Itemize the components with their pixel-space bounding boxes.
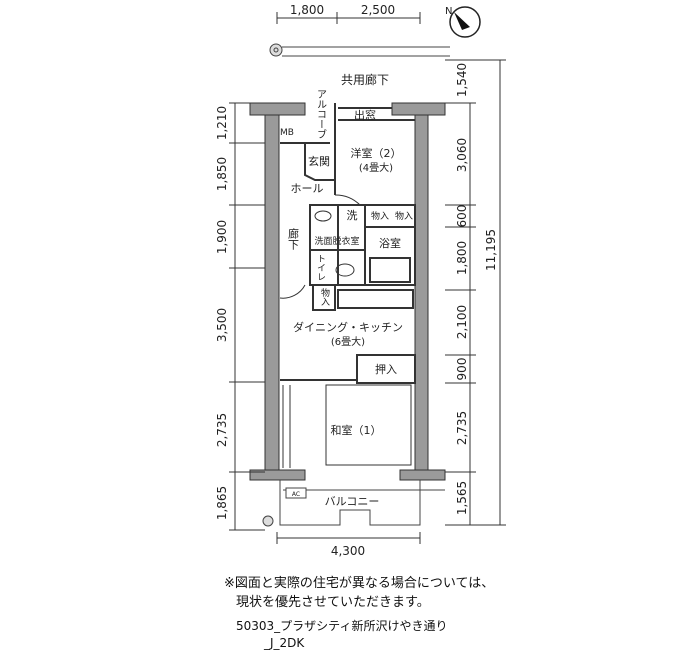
left-dim-6: 1,865 [215, 486, 229, 520]
property-line-2: _J_2DK [264, 636, 305, 650]
disclaimer-line-2: 現状を優先させていただきます。 [236, 595, 430, 610]
japanese-room-label: 和室（1） [331, 423, 382, 437]
right-dim-2: 3,060 [455, 138, 469, 172]
washer-label: 洗 [347, 209, 358, 222]
dining-kitchen-size: (6畳大) [331, 335, 365, 348]
left-dimension [229, 102, 265, 531]
svg-text:N: N [445, 6, 452, 17]
right-dimension [445, 59, 506, 526]
right-dim-6: 900 [455, 358, 469, 381]
storage-1-label: 物入 [371, 210, 389, 222]
western-room-label: 洋室（2） [351, 146, 402, 160]
right-dim-1: 1,540 [455, 63, 469, 97]
disclaimer-line-1: ※図面と実際の住宅が異なる場合については、 [224, 576, 495, 591]
washroom-label: 洗面脱衣室 [314, 235, 359, 247]
alcove-label: アルコーブ [315, 89, 327, 139]
entrance-label: 玄関 [308, 154, 330, 168]
dining-kitchen-label: ダイニング・キッチン [293, 320, 403, 334]
right-dim-8: 1,565 [455, 481, 469, 515]
left-dim-5: 2,735 [215, 413, 229, 447]
right-dim-5: 2,100 [455, 305, 469, 339]
right-dim-7: 2,735 [455, 411, 469, 445]
left-dim-2: 1,850 [215, 157, 229, 191]
right-dim-3: 600 [455, 205, 469, 228]
balcony-label: バルコニー [325, 495, 380, 508]
toilet-label: トイレ [315, 254, 326, 281]
walls [249, 102, 446, 481]
left-dim-1: 1,210 [215, 106, 229, 140]
closet-label: 押入 [375, 362, 397, 376]
disclaimer: ※図面と実際の住宅が異なる場合については、 現状を優先させていただきます。 [224, 574, 494, 612]
left-dim-4: 3,500 [215, 308, 229, 342]
corridor-railing [269, 43, 450, 57]
bottom-dimension [276, 532, 421, 544]
ac-label: AC [292, 491, 300, 498]
bottom-dim: 4,300 [331, 544, 365, 558]
top-dimension [276, 12, 421, 24]
western-room-size: (4畳大) [359, 161, 393, 174]
right-dim-4: 1,800 [455, 241, 469, 275]
common-corridor-label: 共用廊下 [341, 72, 389, 87]
property-line-1: 50303_プラザシティ新所沢けやき通り [236, 619, 448, 633]
storage-2-label: 物入 [395, 210, 413, 222]
total-dim: 11,195 [484, 229, 498, 271]
hallway-label: 廊下 [287, 227, 300, 251]
mb-label: MB [280, 128, 294, 138]
storage-3-label: 物入 [319, 287, 330, 306]
property-name: 50303_プラザシティ新所沢けやき通り _J_2DK [236, 618, 447, 652]
bath-label: 浴室 [379, 236, 401, 250]
bay-window-label: 出窓 [354, 108, 376, 122]
balcony-railing [262, 480, 445, 527]
left-dim-3: 1,900 [215, 220, 229, 254]
top-dim-1: 1,800 [290, 3, 324, 17]
interior-walls [279, 103, 416, 468]
top-dim-2: 2,500 [361, 3, 395, 17]
hall-label: ホール [291, 182, 324, 195]
compass-icon: N [445, 6, 481, 38]
